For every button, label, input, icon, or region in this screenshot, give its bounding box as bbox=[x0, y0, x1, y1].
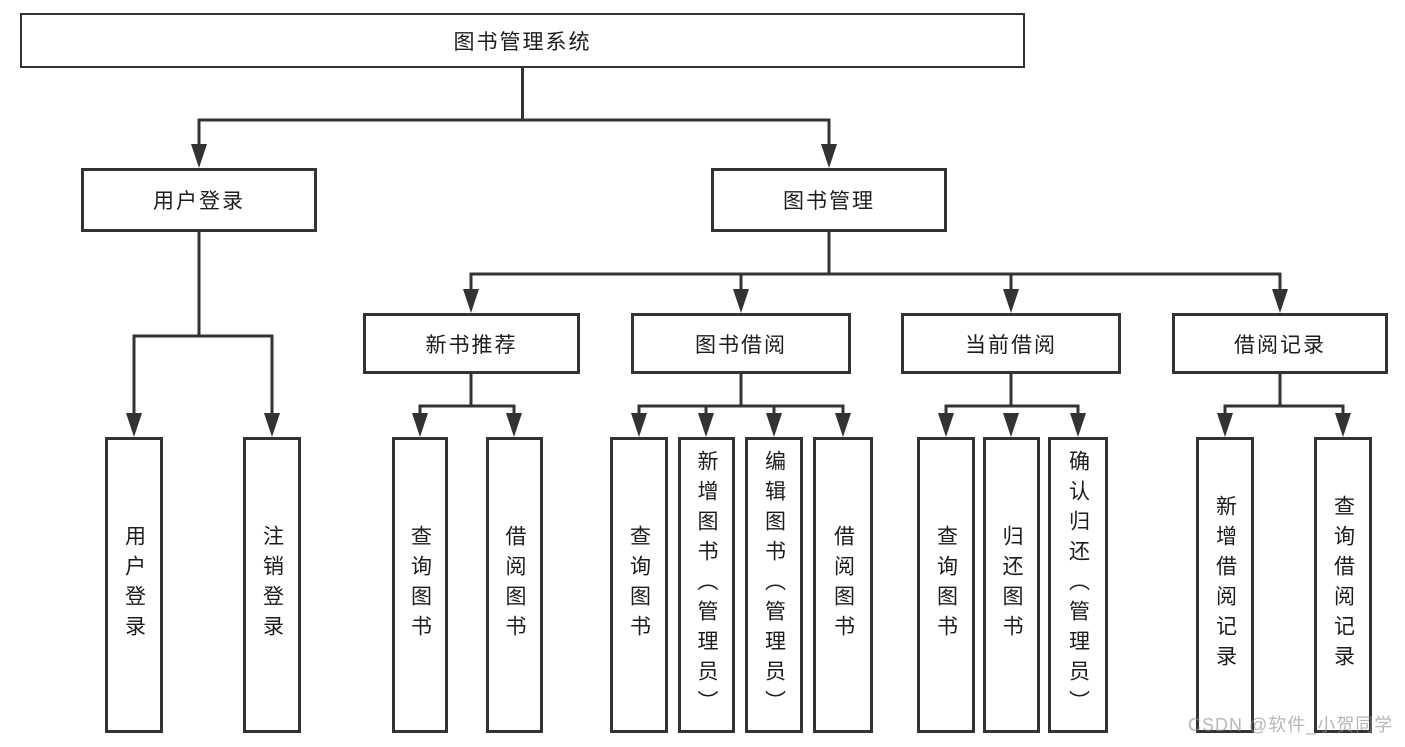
watermark: CSDN @软件_小贺同学 bbox=[1188, 715, 1394, 735]
leaf-add-book-admin: 新增图书（管理员） bbox=[678, 437, 735, 733]
leaf-query-borrow-record-label: 查询借阅记录 bbox=[1331, 495, 1355, 675]
node-user-login-label: 用户登录 bbox=[153, 190, 245, 213]
leaf-add-book-admin-label: 新增图书（管理员） bbox=[695, 450, 718, 720]
leaf-borrow-books-borrowing-label: 借阅图书 bbox=[831, 525, 855, 645]
node-root-label: 图书管理系统 bbox=[453, 30, 592, 54]
leaf-query-books-current: 查询图书 bbox=[917, 437, 975, 733]
leaf-return-books: 归还图书 bbox=[983, 437, 1040, 733]
leaf-query-borrow-record: 查询借阅记录 bbox=[1314, 437, 1372, 733]
leaf-logout: 注销登录 bbox=[243, 437, 301, 733]
node-user-login: 用户登录 bbox=[81, 168, 317, 232]
leaf-confirm-return-admin: 确认归还（管理员） bbox=[1048, 437, 1108, 733]
leaf-query-books-borrowing: 查询图书 bbox=[610, 437, 668, 733]
leaf-borrow-books-recommend-label: 借阅图书 bbox=[503, 525, 526, 645]
leaf-return-books-label: 归还图书 bbox=[1000, 525, 1023, 645]
node-book-management: 图书管理 bbox=[711, 168, 947, 232]
leaf-edit-book-admin-label: 编辑图书（管理员） bbox=[762, 450, 786, 720]
leaf-query-books-borrowing-label: 查询图书 bbox=[627, 525, 651, 645]
leaf-add-borrow-record: 新增借阅记录 bbox=[1196, 437, 1254, 733]
leaf-user-login: 用户登录 bbox=[105, 437, 163, 733]
node-current-borrowing: 当前借阅 bbox=[901, 313, 1121, 374]
leaf-edit-book-admin: 编辑图书（管理员） bbox=[745, 437, 803, 733]
node-borrowing-records-label: 借阅记录 bbox=[1234, 333, 1326, 357]
node-borrowing-records: 借阅记录 bbox=[1172, 313, 1388, 374]
node-book-borrowing: 图书借阅 bbox=[631, 313, 851, 374]
leaf-borrow-books-borrowing: 借阅图书 bbox=[813, 437, 873, 733]
leaf-add-borrow-record-label: 新增借阅记录 bbox=[1213, 495, 1237, 675]
node-book-management-label: 图书管理 bbox=[783, 190, 875, 213]
leaf-borrow-books-recommend: 借阅图书 bbox=[486, 437, 543, 733]
leaf-user-login-label: 用户登录 bbox=[122, 525, 146, 645]
node-root: 图书管理系统 bbox=[20, 13, 1025, 68]
leaf-confirm-return-admin-label: 确认归还（管理员） bbox=[1066, 450, 1090, 720]
leaf-query-books-current-label: 查询图书 bbox=[934, 525, 958, 645]
leaf-query-books-recommend-label: 查询图书 bbox=[408, 525, 432, 645]
node-current-borrowing-label: 当前借阅 bbox=[965, 333, 1057, 357]
node-new-book-recommend: 新书推荐 bbox=[363, 313, 580, 374]
leaf-query-books-recommend: 查询图书 bbox=[392, 437, 448, 733]
node-book-borrowing-label: 图书借阅 bbox=[695, 333, 787, 357]
arrowheads bbox=[126, 144, 1351, 437]
node-new-book-recommend-label: 新书推荐 bbox=[425, 333, 518, 357]
leaf-logout-label: 注销登录 bbox=[260, 525, 284, 645]
